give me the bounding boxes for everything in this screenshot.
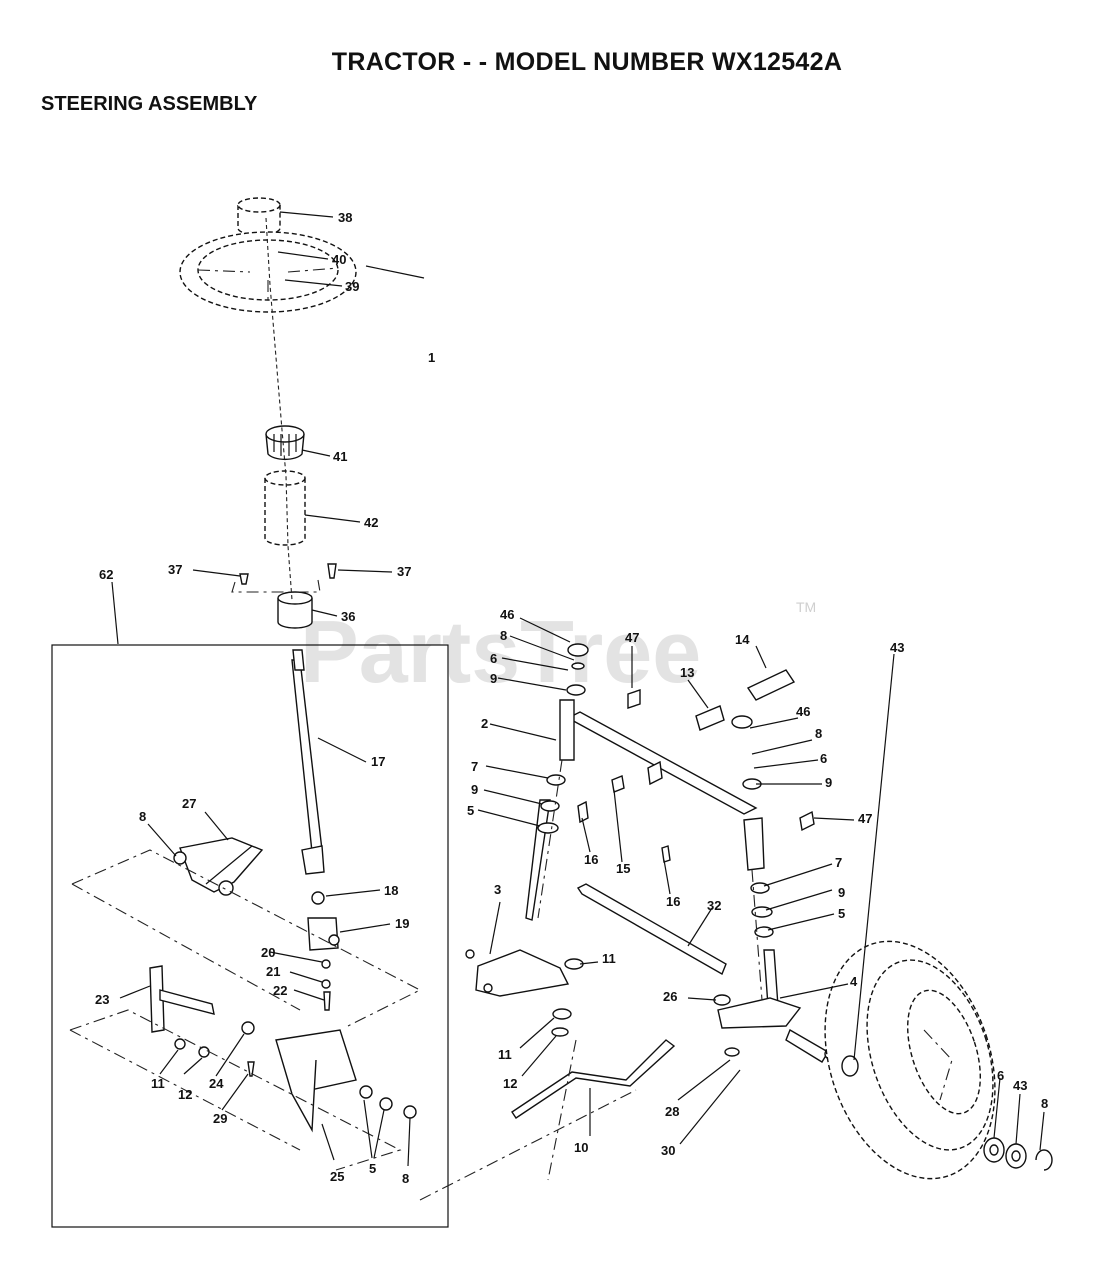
callout-label: 41 (333, 449, 347, 464)
section-title: STEERING ASSEMBLY (41, 93, 258, 115)
support-bracket (275, 1029, 417, 1133)
leader-lines (111, 211, 1045, 1167)
callout-label: 16 (666, 894, 680, 909)
spacer-sleeve (264, 470, 306, 546)
drag-link (511, 1039, 676, 1119)
callout-label: 29 (213, 1111, 227, 1126)
callout-label: 46 (796, 704, 810, 719)
callout-label: 22 (273, 983, 287, 998)
callout-label: 15 (616, 861, 630, 876)
callout-label: 20 (261, 945, 275, 960)
callout-label: 7 (835, 855, 842, 870)
callout-label: 62 (99, 567, 113, 582)
sector-gear (173, 837, 264, 896)
callout-label: 12 (178, 1087, 192, 1102)
callout-label: 26 (663, 989, 677, 1004)
callout-label: 32 (707, 898, 721, 913)
callout-label: 8 (500, 628, 507, 643)
callout-label: 8 (402, 1171, 409, 1186)
callout-label: 47 (858, 811, 872, 826)
steering-wheel (179, 231, 357, 313)
callout-label: 1 (428, 350, 435, 365)
callout-label: 5 (369, 1161, 376, 1176)
hub-adapter (265, 425, 305, 461)
tie-rod (576, 883, 727, 976)
callout-label: 6 (820, 751, 827, 766)
callout-label: 18 (384, 883, 398, 898)
watermark: PartsTree (300, 602, 701, 701)
axis-line (265, 217, 293, 601)
callout-label: 47 (625, 630, 639, 645)
callout-label: 9 (490, 671, 497, 686)
page-title: TRACTOR - - MODEL NUMBER WX12542A (331, 48, 843, 76)
gear-plane-line-2 (71, 883, 301, 1011)
callout-label: 23 (95, 992, 109, 1007)
bolt-right (327, 563, 337, 579)
callout-label: 21 (266, 964, 280, 979)
arm-plane-line (69, 1009, 402, 1171)
steering-cap (237, 197, 281, 236)
callout-label: 30 (661, 1143, 675, 1158)
callout-label: 6 (997, 1068, 1004, 1083)
callout-label: 8 (139, 809, 146, 824)
callout-label: 14 (735, 632, 750, 647)
callout-label: 11 (602, 951, 616, 966)
callout-label: 43 (1013, 1078, 1027, 1093)
callout-label: 17 (371, 754, 385, 769)
callout-label: 42 (364, 515, 378, 530)
callout-label: 38 (338, 210, 352, 225)
callout-label: 37 (397, 564, 411, 579)
front-wheel (824, 940, 996, 1180)
callout-label: 10 (574, 1140, 588, 1155)
callout-label: 4 (850, 974, 858, 989)
callout-label: 2 (481, 716, 488, 731)
callout-label: 39 (345, 279, 359, 294)
axle-beam (566, 711, 758, 815)
callout-label: 43 (890, 640, 904, 655)
column-bushing (277, 591, 313, 629)
callout-label: 8 (1041, 1096, 1048, 1111)
right-spindle-post (743, 817, 779, 1007)
callout-label: 40 (332, 252, 346, 267)
callout-label: 12 (503, 1076, 517, 1091)
callout-label: 37 (168, 562, 182, 577)
callout-label: 6 (490, 651, 497, 666)
assembly-box (51, 644, 449, 1228)
callout-label: 9 (471, 782, 478, 797)
callout-label: 8 (815, 726, 822, 741)
gear-plane-line (71, 849, 422, 1027)
steering-arm (149, 965, 255, 1077)
callout-label: 36 (341, 609, 355, 624)
arm-plane-line-2 (69, 1029, 301, 1151)
left-spindle-arm (465, 949, 570, 997)
callout-label: 27 (182, 796, 196, 811)
callout-label: 28 (665, 1104, 679, 1119)
callout-label: 24 (209, 1076, 224, 1091)
steering-shaft (291, 649, 325, 875)
trademark: TM (796, 599, 816, 615)
callout-label: 9 (838, 885, 845, 900)
callout-label: 5 (467, 803, 474, 818)
callout-label: 3 (494, 882, 501, 897)
callout-label: 19 (395, 916, 409, 931)
drag-link-guide (419, 1089, 637, 1201)
callout-label: 25 (330, 1169, 344, 1184)
callout-label: 46 (500, 607, 514, 622)
pinion-assembly (307, 891, 340, 1011)
callout-label: 5 (838, 906, 845, 921)
callout-label: 7 (471, 759, 478, 774)
callout-label: 16 (584, 852, 598, 867)
callout-label: 11 (498, 1047, 512, 1062)
callouts: 38 40 39 1 41 42 37 37 36 62 17 27 8 18 … (95, 210, 1048, 1186)
bolt-left (239, 573, 249, 585)
callout-label: 11 (151, 1076, 165, 1091)
callout-label: 13 (680, 665, 694, 680)
assembly-guide-lines (537, 759, 763, 1181)
callout-label: 9 (825, 775, 832, 790)
mount-bracket (231, 579, 321, 593)
